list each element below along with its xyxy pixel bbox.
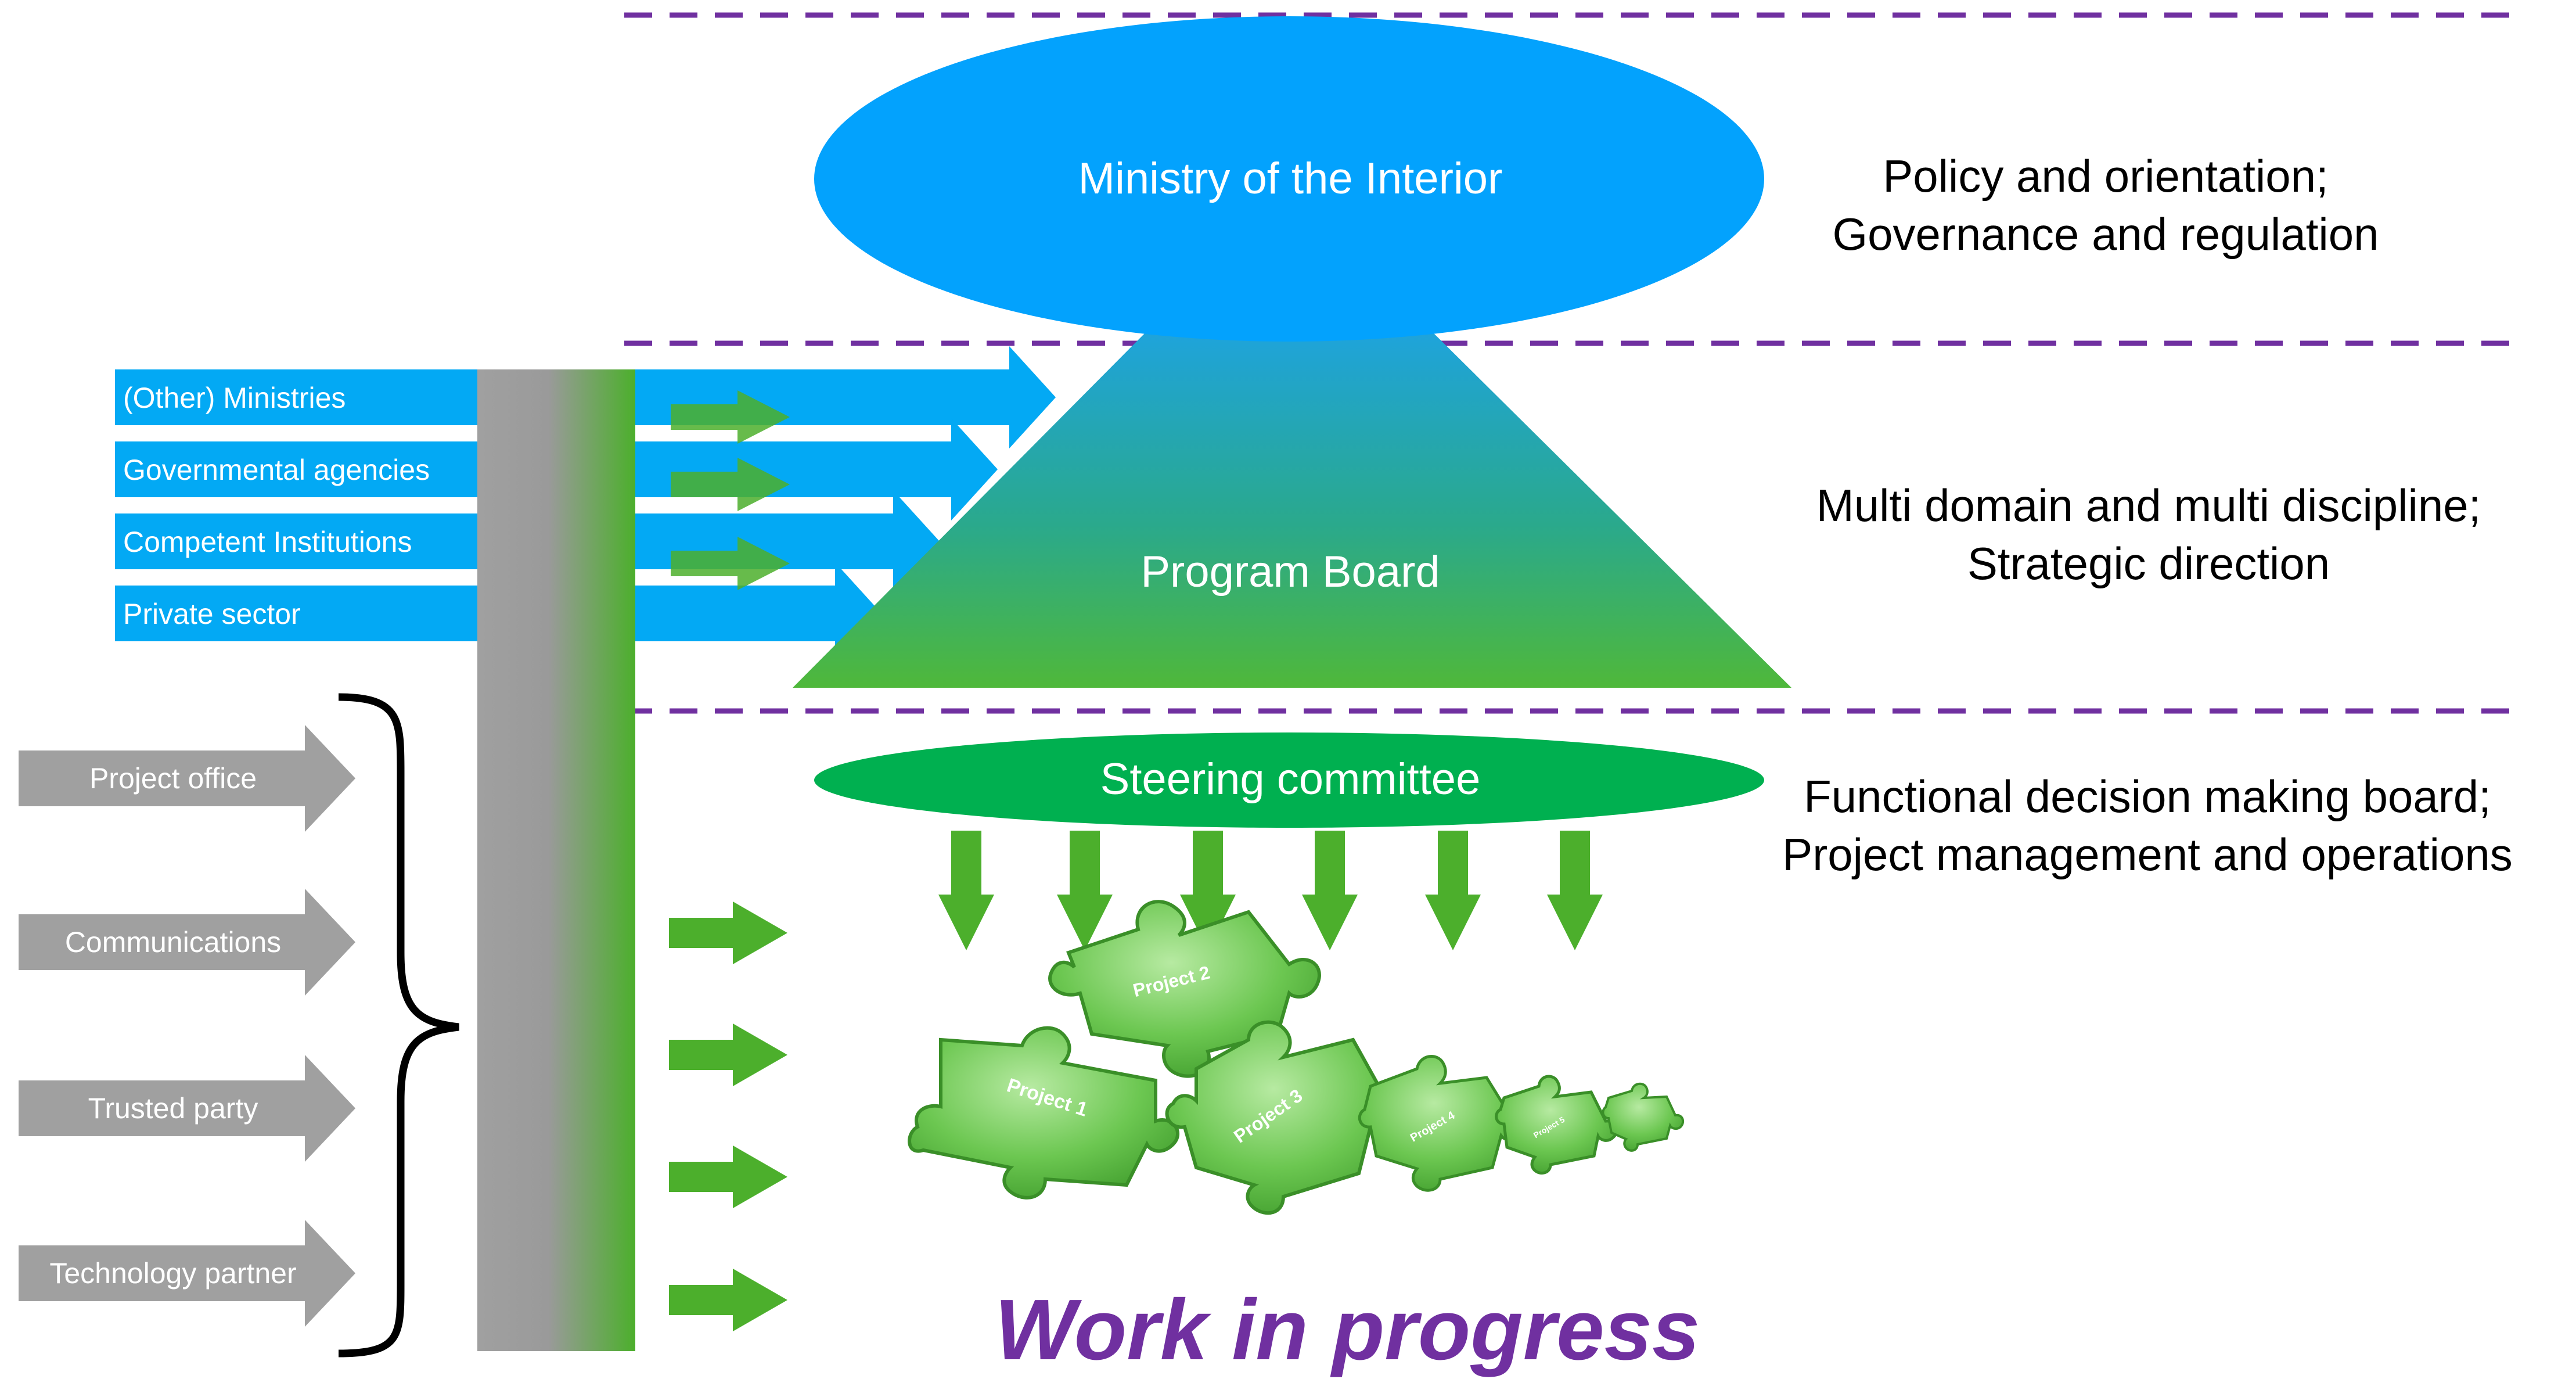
stakeholder-label-institutions: Competent Institutions	[123, 526, 412, 558]
bottom-description-line1: Functional decision making board;	[1804, 771, 2491, 822]
support-role-arrow-4	[19, 1220, 355, 1327]
middle-description-line2: Strategic direction	[1967, 538, 2330, 589]
down-arrow-6	[1547, 831, 1603, 950]
support-arrows	[669, 902, 787, 1331]
down-arrow-4	[1302, 831, 1358, 950]
level-descriptions: Policy and orientation; Governance and r…	[1782, 150, 2512, 880]
stakeholder-arrowhead-2	[951, 418, 998, 520]
steering-committee-ellipse	[814, 732, 1764, 828]
program-board-label: Program Board	[1141, 547, 1440, 597]
support-role-labels: Project office Communications Trusted pa…	[49, 762, 296, 1290]
puzzle-piece-5	[1495, 1075, 1618, 1175]
puzzle-piece-3	[1165, 1020, 1406, 1215]
work-in-progress-label: Work in progress	[995, 1282, 1700, 1378]
steering-committee-label: Steering committee	[1100, 755, 1481, 804]
support-arrow-1	[669, 902, 787, 964]
stakeholder-labels: (Other) Ministries Governmental agencies…	[123, 382, 430, 630]
ministry-label: Ministry of the Interior	[1078, 154, 1503, 203]
puzzle-piece-6	[1602, 1082, 1685, 1152]
ministry-ellipse	[814, 16, 1764, 342]
bottom-description-line2: Project management and operations	[1782, 829, 2512, 880]
stakeholder-arrow-4	[115, 586, 835, 641]
support-role-arrows	[19, 725, 355, 1327]
support-label-technology-partner: Technology partner	[49, 1257, 296, 1290]
down-arrow-5	[1425, 831, 1481, 950]
support-arrow-4	[669, 1269, 787, 1331]
puzzle-piece-1	[908, 1026, 1179, 1200]
stakeholder-label-private: Private sector	[123, 598, 301, 630]
grouping-brace	[338, 693, 459, 1358]
support-label-communications: Communications	[65, 926, 281, 958]
support-role-arrow-3	[19, 1055, 355, 1162]
middle-description-line1: Multi domain and multi discipline;	[1816, 480, 2481, 531]
down-arrow-1	[938, 831, 994, 950]
stakeholder-label-ministries: (Other) Ministries	[123, 382, 346, 414]
stakeholder-arrowhead-1	[1009, 346, 1056, 448]
stakeholder-label-agencies: Governmental agencies	[123, 454, 430, 486]
program-board-triangle	[793, 325, 1791, 688]
support-arrow-2	[669, 1024, 787, 1086]
project-puzzle-pieces	[908, 900, 1685, 1215]
top-description-line2: Governance and regulation	[1833, 209, 2379, 260]
stakeholder-arrowhead-3	[893, 490, 940, 592]
inflow-arrow-3	[671, 537, 790, 590]
support-role-arrow-1	[19, 725, 355, 832]
inflow-arrows	[671, 390, 790, 590]
support-label-trusted-party: Trusted party	[88, 1092, 258, 1125]
support-arrow-3	[669, 1145, 787, 1208]
support-bar	[477, 369, 635, 1351]
inflow-arrow-2	[671, 458, 790, 511]
support-label-project-office: Project office	[89, 762, 257, 795]
top-description-line1: Policy and orientation;	[1883, 150, 2328, 202]
inflow-arrow-1	[671, 390, 790, 444]
downward-arrows	[938, 831, 1603, 950]
support-role-arrow-2	[19, 889, 355, 996]
down-arrow-2	[1057, 831, 1113, 950]
